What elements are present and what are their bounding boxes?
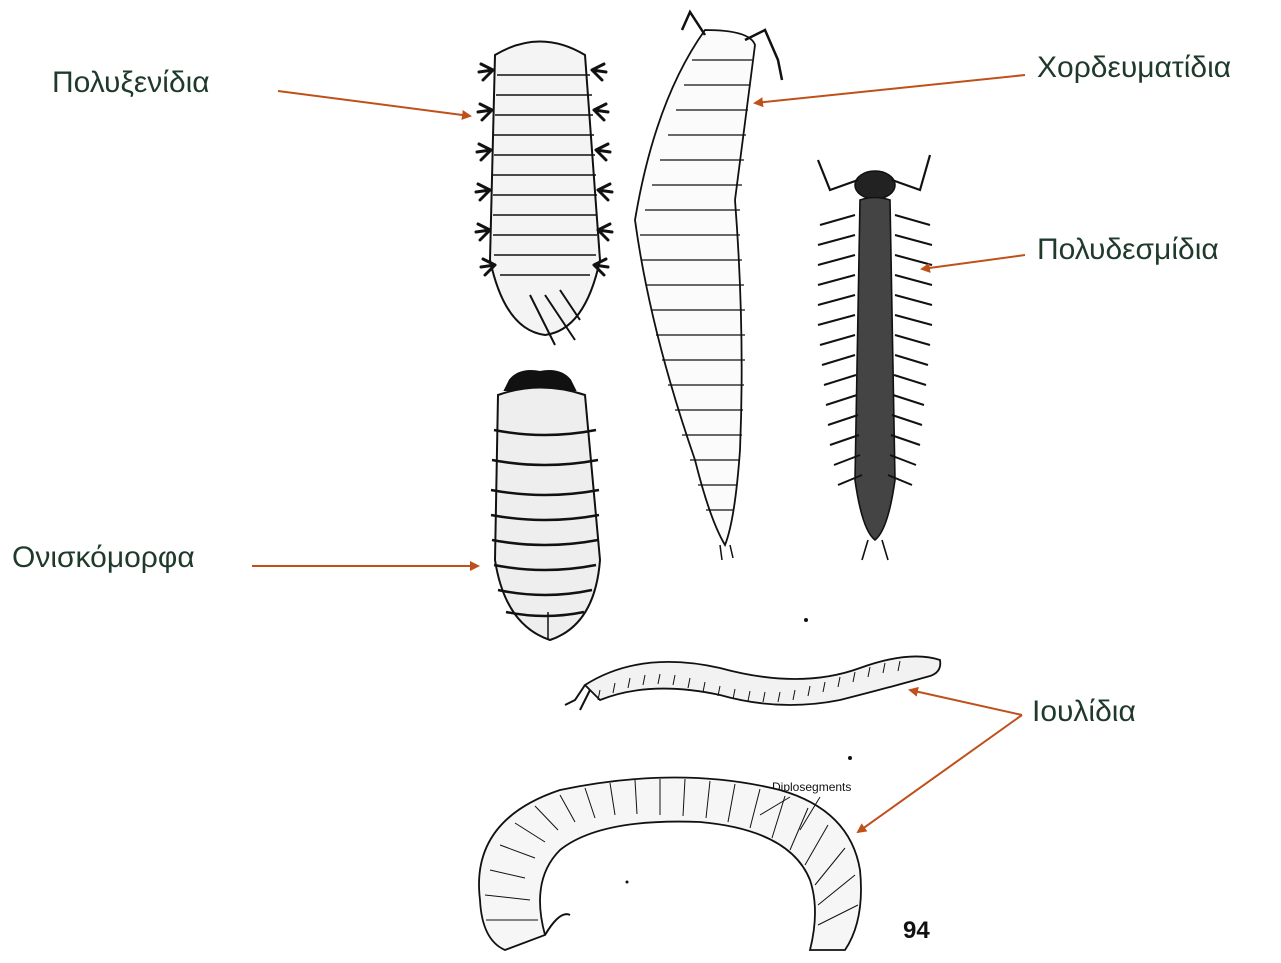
arrow-polydesmida [922, 255, 1025, 269]
chordeumatida-illustration [635, 12, 782, 560]
polyxenida-illustration [476, 42, 612, 346]
julida-lower-illustration [479, 778, 861, 951]
oniscomorpha-illustration [491, 371, 600, 640]
arrow-julida-upper [910, 690, 1022, 715]
polydesmida-illustration [818, 155, 932, 560]
label-arrows [252, 75, 1025, 832]
arrow-polyxenida [278, 91, 470, 116]
arrow-chordeumatida [755, 75, 1025, 103]
arrow-julida-lower [858, 715, 1022, 832]
julida-upper-illustration [565, 656, 940, 710]
